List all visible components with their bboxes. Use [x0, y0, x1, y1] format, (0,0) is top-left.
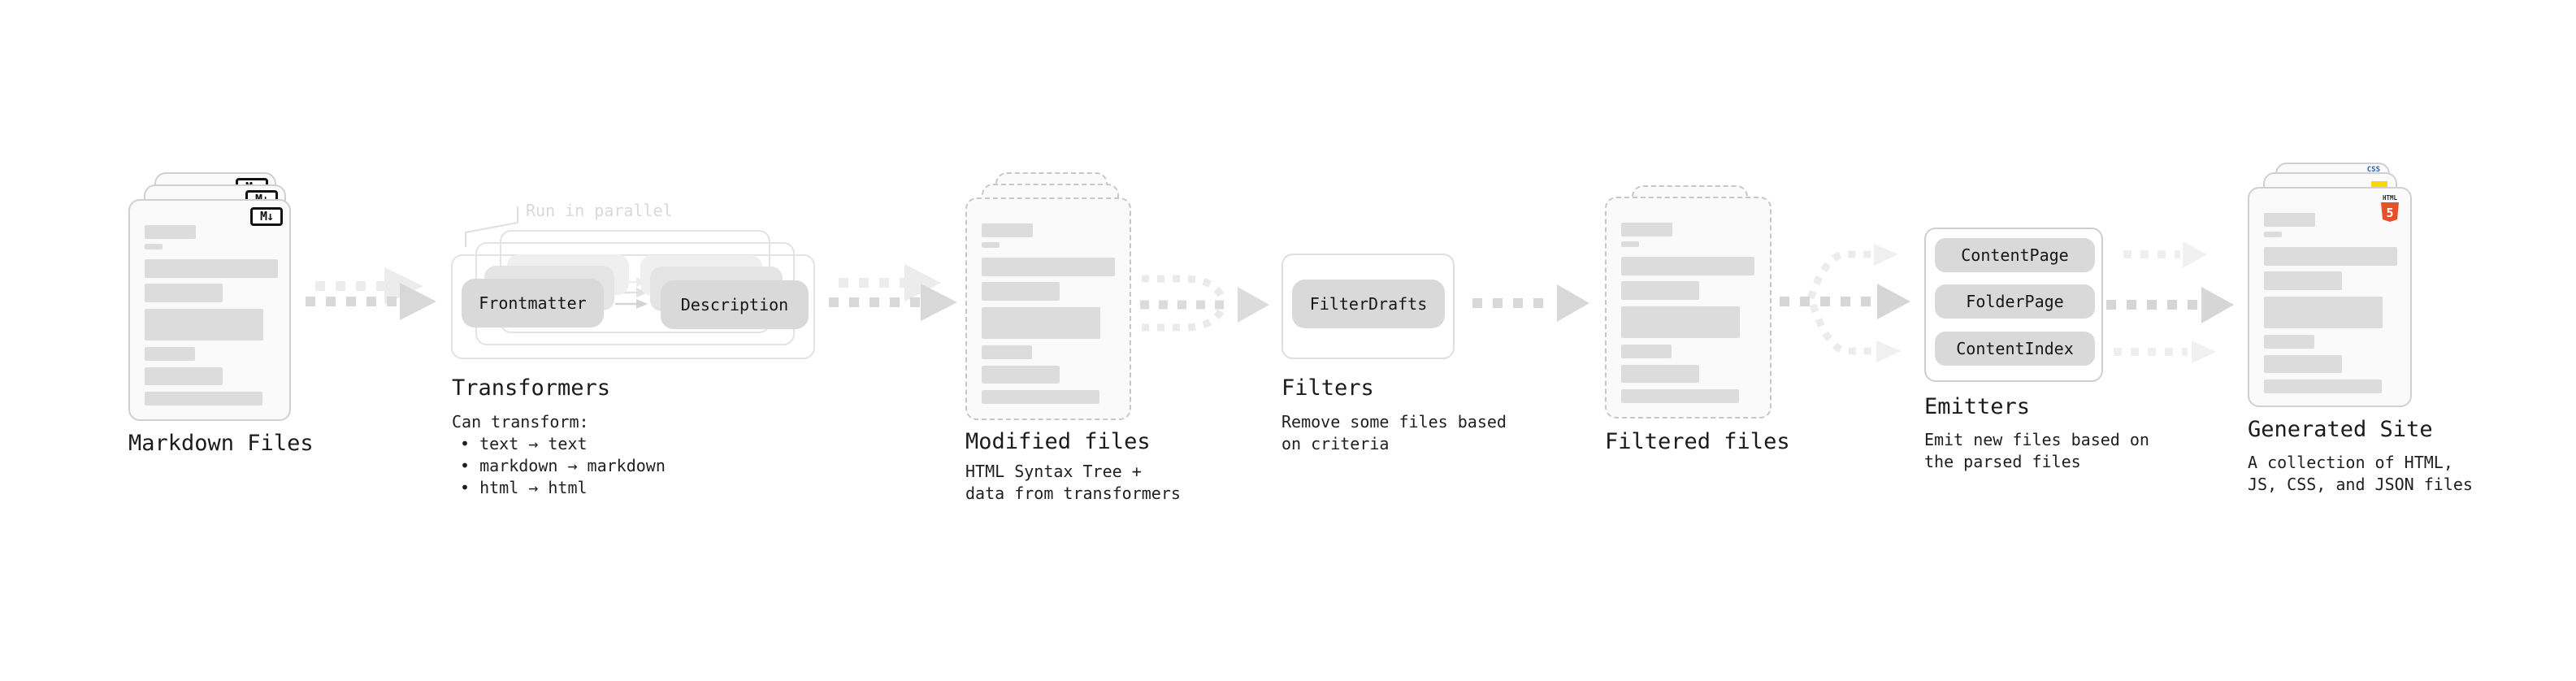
skeleton-line — [145, 225, 196, 239]
arrow-transformers-to-modified — [829, 264, 957, 321]
transformers-box — [451, 254, 815, 359]
skeleton-line — [2264, 355, 2342, 373]
skeleton-line — [982, 345, 1032, 359]
skeleton-line — [1621, 257, 1754, 275]
skeleton-line — [2264, 380, 2382, 393]
file-skeleton — [130, 201, 289, 406]
filter-pill-filterdrafts: FilterDrafts — [1292, 280, 1445, 328]
emitter-pill-contentindex: ContentIndex — [1935, 332, 2095, 366]
stage-title-filtered-files: Filtered files — [1605, 429, 1790, 454]
file-skeleton — [2249, 189, 2410, 393]
arrow-filters-to-filtered — [1472, 284, 1589, 322]
skeleton-line — [1621, 223, 1672, 236]
emitter-pill-folderpage: FolderPage — [1935, 284, 2095, 319]
detail-line: data from transformers — [965, 484, 1181, 503]
detail-line: A collection of HTML, — [2248, 453, 2453, 472]
skeleton-line — [982, 223, 1033, 237]
skeleton-line — [982, 258, 1115, 276]
detail-line: • text → text — [460, 434, 588, 453]
markdown-file-card: M↓ — [128, 199, 291, 421]
stage-title-filters: Filters — [1281, 375, 1374, 401]
skeleton-line — [982, 282, 1060, 301]
emitter-pill-contentpage: ContentPage — [1935, 238, 2095, 272]
skeleton-line — [145, 244, 163, 249]
skeleton-line — [145, 259, 278, 278]
detail-line: Remove some files based — [1281, 412, 1507, 432]
skeleton-line — [1621, 281, 1699, 300]
detail-line: HTML Syntax Tree + — [965, 462, 1142, 481]
stage-title-markdown-files: Markdown Files — [128, 431, 314, 456]
transformer-pill-frontmatter: Frontmatter — [462, 279, 604, 327]
arrow-markdown-to-transformers — [306, 267, 436, 320]
detail-line: Emit new files based on — [1924, 430, 2149, 449]
emitters-details: Emit new files based on the parsed files — [1924, 429, 2149, 473]
skeleton-line — [982, 366, 1060, 384]
arrow-emitters-to-generated — [2106, 241, 2234, 363]
skeleton-line — [145, 309, 263, 340]
run-in-parallel-note: Run in parallel — [526, 201, 673, 220]
detail-line: the parsed files — [1924, 452, 2081, 471]
file-skeleton — [967, 199, 1130, 404]
skeleton-line — [1621, 345, 1672, 358]
skeleton-line — [982, 390, 1099, 404]
skeleton-line — [145, 392, 262, 406]
detail-line: • html → html — [460, 478, 588, 497]
stage-title-transformers: Transformers — [452, 375, 611, 401]
modified-details: HTML Syntax Tree + data from transformer… — [965, 461, 1181, 505]
markdown-icon: M↓ — [250, 207, 283, 226]
html5-icon: HTML 5 — [2381, 194, 2399, 222]
js-icon — [2371, 181, 2387, 189]
file-skeleton — [1607, 198, 1770, 403]
skeleton-line — [2264, 232, 2282, 237]
detail-line: Can transform: — [452, 412, 589, 432]
skeleton-line — [1621, 365, 1699, 383]
transformer-pill-description: Description — [661, 280, 809, 329]
skeleton-line — [2264, 297, 2383, 328]
arrow-filtered-to-emitters — [1780, 244, 1910, 362]
skeleton-line — [982, 242, 1000, 248]
detail-line: • markdown → markdown — [460, 456, 666, 475]
detail-line: on criteria — [1281, 434, 1390, 453]
stage-title-modified-files: Modified files — [965, 429, 1151, 454]
svg-text:5: 5 — [2386, 206, 2393, 220]
transformers-details: Can transform: • text → text • markdown … — [452, 411, 666, 499]
skeleton-line — [982, 307, 1100, 339]
skeleton-line — [2264, 247, 2397, 266]
stage-title-emitters: Emitters — [1924, 394, 2031, 419]
skeleton-line — [2264, 213, 2315, 227]
svg-text:HTML: HTML — [2383, 194, 2398, 202]
skeleton-line — [1621, 306, 1740, 338]
skeleton-line — [1621, 389, 1739, 403]
skeleton-line — [2264, 335, 2314, 349]
skeleton-line — [145, 367, 223, 385]
generated-file-card: HTML 5 — [2248, 187, 2412, 407]
filtered-file-card — [1605, 197, 1772, 419]
skeleton-line — [145, 284, 223, 302]
filters-details: Remove some files based on criteria — [1281, 411, 1507, 455]
generated-details: A collection of HTML, JS, CSS, and JSON … — [2248, 452, 2473, 496]
modified-file-card — [965, 197, 1131, 420]
arrow-modified-to-filters — [1140, 275, 1269, 332]
skeleton-line — [2264, 271, 2342, 290]
detail-line: JS, CSS, and JSON files — [2248, 475, 2473, 494]
skeleton-line — [145, 347, 195, 361]
stage-title-generated-site: Generated Site — [2248, 417, 2433, 442]
skeleton-line — [1621, 241, 1639, 247]
